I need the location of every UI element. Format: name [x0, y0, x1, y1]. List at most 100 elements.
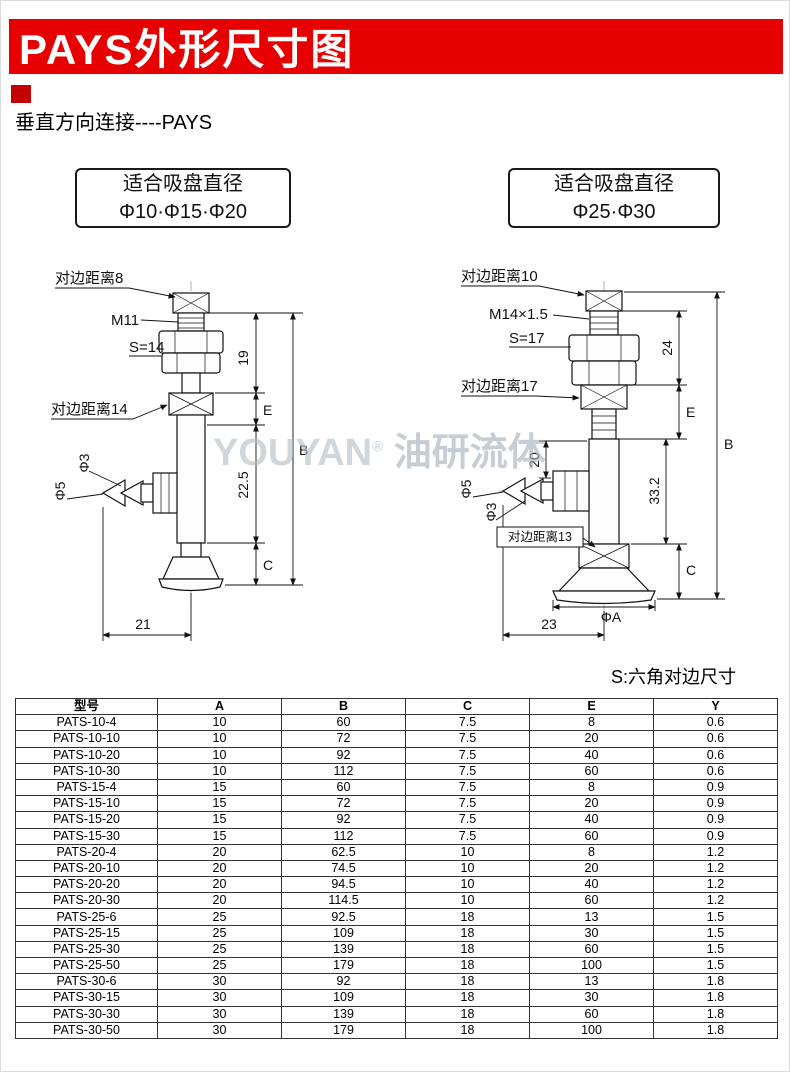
hex-nuts — [158, 330, 224, 394]
flat-distance-10-label: 对边距离10 — [461, 268, 538, 285]
table-cell: 72 — [281, 795, 406, 813]
table-cell: 18 — [405, 1021, 530, 1039]
body-tube — [176, 414, 206, 544]
table-cell: 15 — [157, 811, 282, 829]
table-cell: 1.5 — [653, 924, 778, 942]
model-cell: PATS-15-10 — [15, 795, 158, 813]
hex-nuts — [568, 334, 640, 386]
suit-box-right: 适合吸盘直径 Φ25·Φ30 — [508, 168, 720, 228]
dim-22-5-label: 22.5 — [235, 471, 251, 498]
table-cell: 1.5 — [653, 956, 778, 975]
dim-21-label: 21 — [135, 616, 151, 632]
table-cell: 1.5 — [653, 940, 778, 959]
table-cell: 1.2 — [653, 843, 778, 861]
callout-labels: 对边距离10 M14×1.5 S=17 对边距离17 Φ5 Φ3 对边距离13 — [458, 268, 596, 548]
dim-33-2-label: 33.2 — [646, 477, 662, 504]
watermark: YOUYAN® 油研流体 — [213, 421, 546, 476]
table-cell: 109 — [281, 924, 406, 942]
table-header-cell: Y — [653, 697, 778, 716]
table-cell: 112 — [281, 827, 406, 845]
model-cell: PATS-10-10 — [15, 730, 158, 748]
table-cell: 8 — [529, 843, 654, 861]
mount-plate — [580, 384, 628, 440]
left-diagram: 19 E 22.5 C B 21 对边距离8 M11 S=14 对边距离14 Φ… — [51, 270, 308, 641]
watermark-registered-icon: ® — [372, 438, 384, 456]
table-cell: 1.8 — [653, 1021, 778, 1039]
table-cell: 0.9 — [653, 795, 778, 813]
table-cell: 18 — [405, 924, 530, 942]
table-cell: 10 — [405, 892, 530, 910]
top-stud — [172, 292, 210, 314]
table-cell: 40 — [529, 746, 654, 764]
table-cell: 10 — [405, 859, 530, 878]
barb-fitting — [501, 470, 590, 512]
table-cell: 8 — [529, 778, 654, 797]
table-cell: 60 — [529, 940, 654, 959]
flat-distance-8-label: 对边距离8 — [55, 270, 123, 287]
table-cell: 1.8 — [653, 1005, 778, 1023]
model-cell: PATS-25-6 — [15, 908, 158, 926]
table-cell: 13 — [529, 908, 654, 926]
model-cell: PATS-30-30 — [15, 1005, 158, 1023]
table-cell: 60 — [281, 714, 406, 732]
suit-box-right-line1: 适合吸盘直径 — [554, 173, 674, 195]
model-cell: PATS-15-4 — [15, 778, 158, 797]
hex-s17-label: S=17 — [509, 330, 544, 347]
table-cell: 18 — [405, 973, 530, 991]
phi-a-label: ΦA — [601, 609, 622, 625]
table-cell: 0.6 — [653, 714, 778, 732]
table-cell: 60 — [529, 827, 654, 845]
table-cell: 30 — [157, 1005, 282, 1023]
table-cell: 1.2 — [653, 859, 778, 878]
model-cell: PATS-20-10 — [15, 859, 158, 878]
table-cell: 92.5 — [281, 908, 406, 926]
table-cell: 10 — [157, 762, 282, 780]
table-cell: 25 — [157, 956, 282, 975]
model-cell: PATS-25-50 — [15, 956, 158, 975]
hex-s14-label: S=14 — [129, 339, 164, 356]
dim-c-label: C — [263, 557, 273, 573]
table-cell: 20 — [157, 892, 282, 910]
model-cell: PATS-10-30 — [15, 762, 158, 780]
table-cell: 20 — [529, 795, 654, 813]
table-cell: 0.9 — [653, 811, 778, 829]
phi5-label: Φ5 — [458, 479, 474, 498]
table-cell: 60 — [529, 892, 654, 910]
table-header-cell: A — [157, 697, 282, 716]
table-header-cell: E — [529, 697, 654, 716]
table-cell: 114.5 — [281, 892, 406, 910]
table-cell: 1.2 — [653, 892, 778, 910]
page-title: PAYS外形尺寸图 — [19, 26, 355, 73]
suction-cup — [552, 567, 656, 605]
right-diagram: 24 E 33.2 C B 20 ΦA 23 对边距离10 M14×1.5 — [458, 268, 733, 641]
model-cell: PATS-10-4 — [15, 714, 158, 732]
top-stud — [585, 290, 623, 312]
table-cell: 30 — [157, 989, 282, 1007]
table-cell: 30 — [157, 973, 282, 991]
table-cell: 62.5 — [281, 843, 406, 861]
model-cell: PATS-25-15 — [15, 924, 158, 942]
table-cell: 7.5 — [405, 714, 530, 732]
table-cell: 74.5 — [281, 859, 406, 878]
table-cell: 0.6 — [653, 730, 778, 748]
table-cell: 15 — [157, 795, 282, 813]
body-tube — [588, 438, 620, 545]
watermark-brand: YOUYAN — [213, 432, 373, 474]
model-cell: PATS-20-20 — [15, 876, 158, 894]
barb-fitting — [101, 472, 178, 514]
